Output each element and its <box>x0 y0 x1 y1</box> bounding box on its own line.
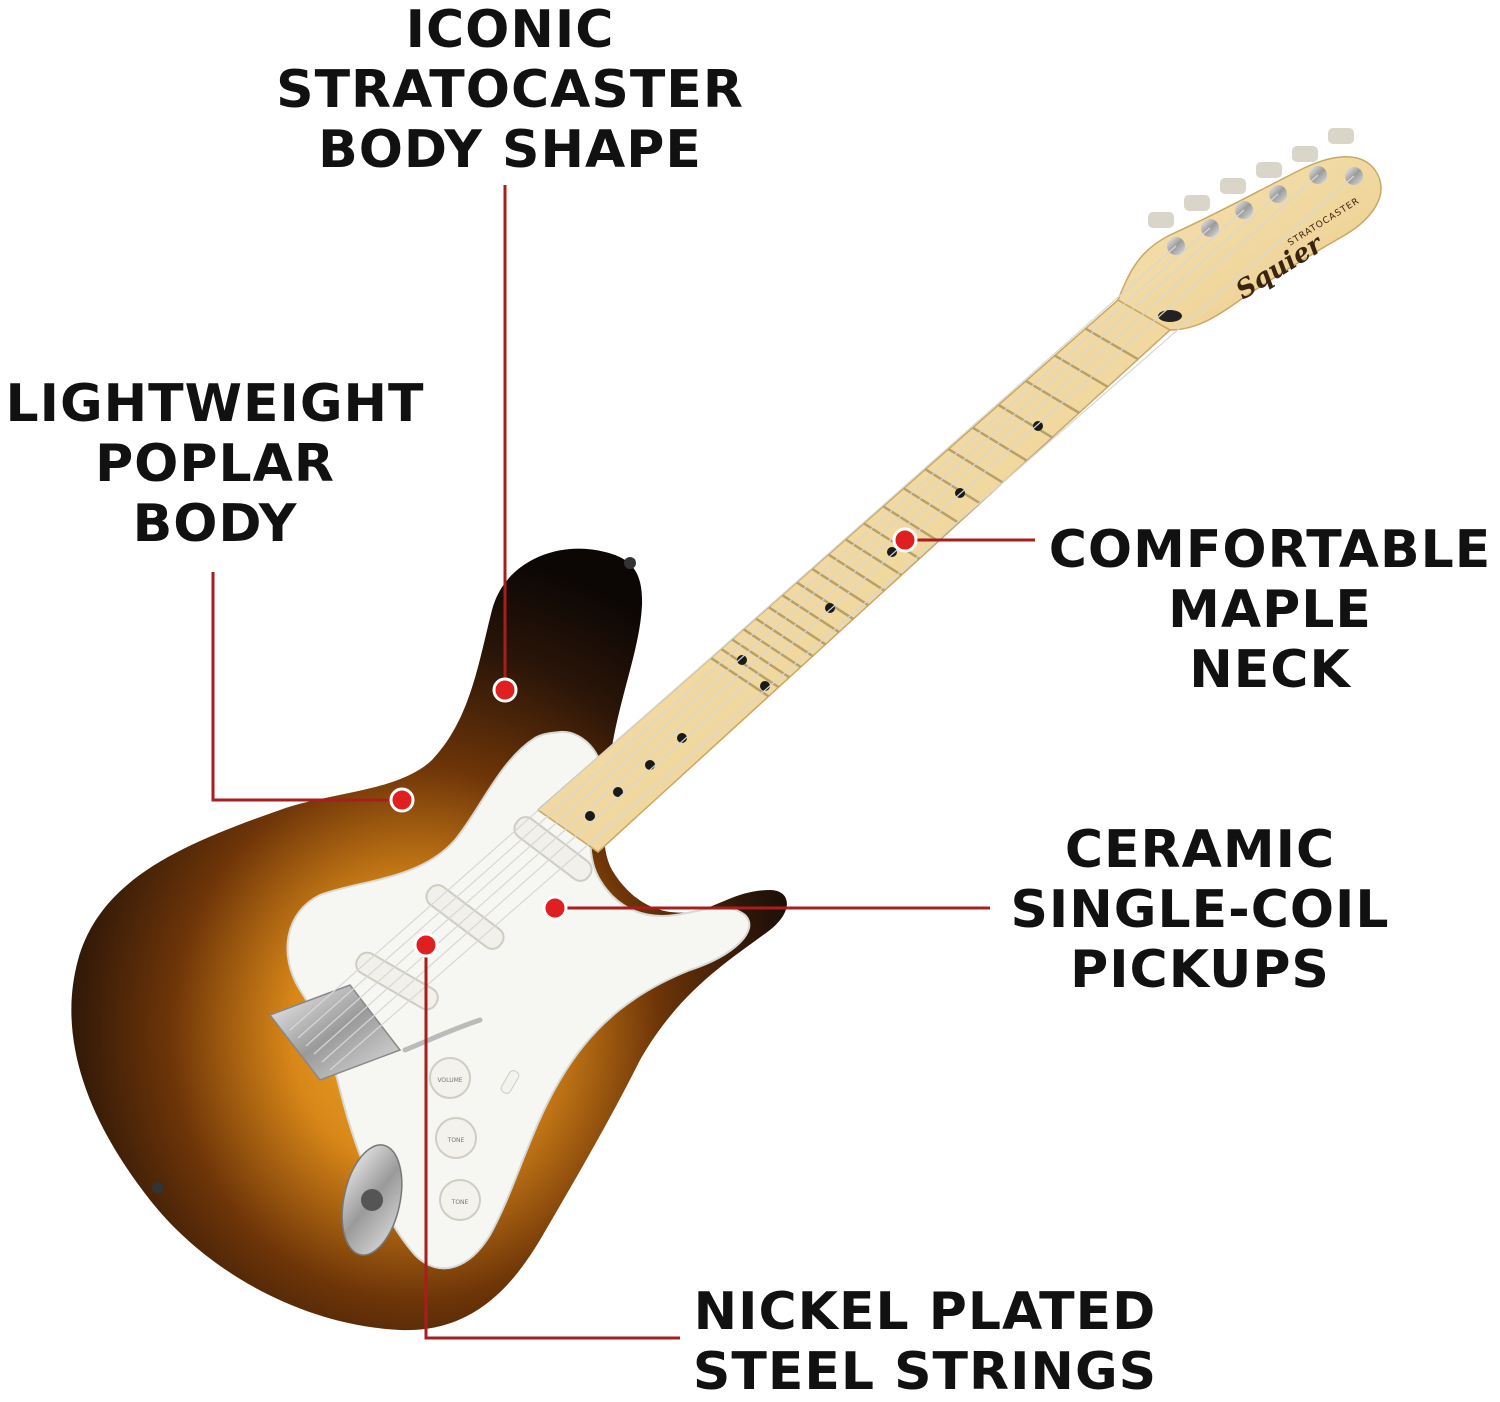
bridge-pickup <box>355 951 439 1011</box>
label-line: PICKUPS <box>1070 940 1330 1000</box>
fret <box>947 448 1004 484</box>
callout-label-body-shape: ICONIC STRATOCASTER BODY SHAPE <box>240 0 780 180</box>
label-line: CERAMIC <box>1064 820 1336 880</box>
tone-knob-2: TONE <box>439 1179 481 1221</box>
label-line: STEEL STRINGS <box>692 1342 1158 1402</box>
fret <box>1054 354 1109 388</box>
fret <box>997 403 1053 439</box>
callout-label-maple-neck: COMFORTABLE MAPLE NECK <box>1035 520 1500 700</box>
strap-button-top <box>624 557 636 569</box>
callout-label-strings: NICKEL PLATED STEEL STRINGS <box>680 1282 1170 1402</box>
fret <box>827 553 886 592</box>
label-line: BODY SHAPE <box>318 120 702 180</box>
callout-dot-body-shape <box>492 677 518 703</box>
fret <box>796 581 854 621</box>
fret <box>710 656 770 698</box>
headstock <box>1117 156 1382 331</box>
fret <box>755 617 814 658</box>
fret <box>972 426 1028 462</box>
pickups <box>355 816 593 1011</box>
callout-dot-strings <box>413 932 439 958</box>
callout-dot-maple-neck <box>892 527 918 553</box>
label-line: SINGLE-COIL <box>1010 880 1390 940</box>
truss-rod-icon <box>1158 310 1182 322</box>
label-line: NECK <box>1189 640 1351 700</box>
fret <box>882 505 940 543</box>
neck-pickup <box>513 816 593 882</box>
label-line: LIGHTWEIGHT <box>5 374 425 434</box>
svg-text:VOLUME: VOLUME <box>437 1077 462 1084</box>
fret <box>845 538 903 577</box>
fret <box>720 647 780 689</box>
label-line: POPLAR <box>95 434 335 494</box>
fret <box>731 638 791 679</box>
pickguard <box>286 730 751 1270</box>
callout-dots <box>389 527 918 958</box>
fret <box>811 567 870 607</box>
strap-button-bottom <box>152 1182 164 1194</box>
callout-line-strings <box>424 945 680 1340</box>
output-jack <box>341 1144 403 1256</box>
label-line: ICONIC <box>405 0 615 60</box>
callout-dot-pickups <box>542 895 568 921</box>
strings <box>289 174 1355 1071</box>
fret <box>1025 379 1080 414</box>
callout-line-poplar-body <box>211 572 402 802</box>
fret <box>863 522 921 560</box>
label-line: BODY <box>132 494 298 554</box>
callout-dot-poplar-body <box>389 787 415 813</box>
fret <box>742 628 802 669</box>
volume-knob: VOLUME <box>429 1057 471 1099</box>
callout-label-poplar-body: LIGHTWEIGHT POPLAR BODY <box>0 374 430 554</box>
callout-lines <box>211 185 1035 1340</box>
label-line: COMFORTABLE <box>1048 520 1492 580</box>
label-line: NICKEL PLATED <box>693 1282 1157 1342</box>
fret <box>767 606 827 646</box>
fret <box>924 468 981 505</box>
svg-text:TONE: TONE <box>447 1137 465 1144</box>
frets <box>710 327 1139 698</box>
callout-label-pickups: CERAMIC SINGLE-COIL PICKUPS <box>990 820 1410 1000</box>
fret <box>781 594 840 634</box>
fret <box>903 487 960 524</box>
label-line: STRATOCASTER <box>276 60 744 120</box>
tone-knob-1: TONE <box>435 1117 477 1159</box>
bridge <box>268 984 483 1081</box>
pickup-selector-switch <box>500 1070 520 1094</box>
label-line: MAPLE <box>1168 580 1372 640</box>
fret <box>1084 327 1139 361</box>
svg-text:TONE: TONE <box>451 1199 469 1206</box>
control-knobs: VOLUME TONE TONE <box>429 1057 520 1221</box>
